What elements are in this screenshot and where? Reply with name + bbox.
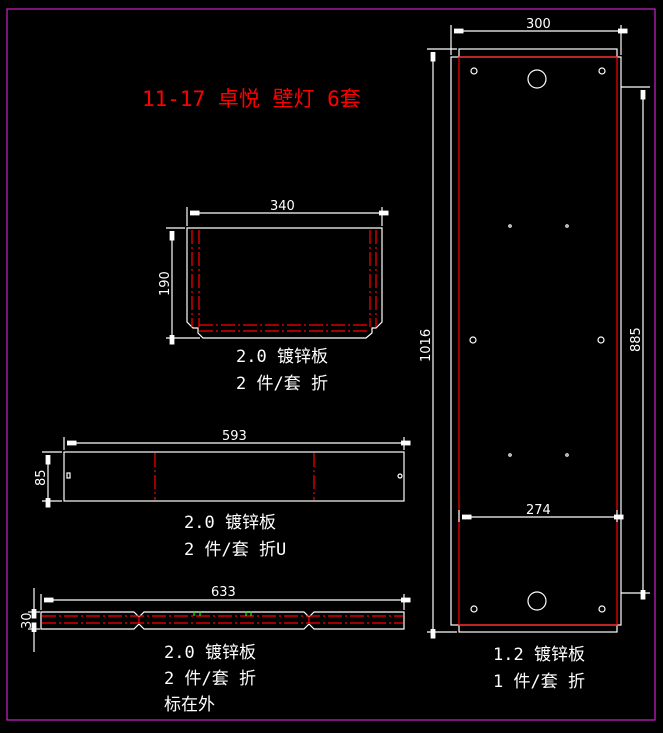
drawing-title: 11-17 卓悦 壁灯 6套 bbox=[142, 87, 361, 111]
part-label-material: 2.0 镀锌板 bbox=[164, 643, 256, 663]
dim-inner-width: 274 bbox=[526, 503, 551, 518]
part-label-material: 1.2 镀锌板 bbox=[493, 645, 585, 665]
part-label-qty: 2 件/套 折U bbox=[184, 540, 286, 560]
dim-inner-height: 885 bbox=[629, 327, 644, 352]
part-back-plate: 300 1016 885 274 1.2 镀锌板 1 件/套 折 bbox=[419, 17, 650, 692]
part-label-qty: 1 件/套 折 bbox=[493, 672, 585, 692]
dim-height: 85 bbox=[34, 469, 49, 486]
dim-height: 190 bbox=[158, 271, 173, 296]
part-strip: 633 30 2.0 镀锌板 2 件/套 折 标在外 bbox=[20, 585, 411, 715]
dim-height: 1016 bbox=[419, 329, 434, 362]
dim-width: 593 bbox=[222, 429, 247, 444]
part-label-material: 2.0 镀锌板 bbox=[236, 347, 328, 367]
part-label-qty: 2 件/套 折 bbox=[164, 669, 256, 689]
part-end-cap: 340 190 2.0 镀锌板 2 件/套 折 bbox=[158, 199, 389, 394]
dim-width: 340 bbox=[270, 199, 295, 214]
dim-height: 30 bbox=[20, 612, 35, 629]
part-label-note: 标在外 bbox=[164, 695, 215, 715]
part-u-channel: 593 85 2.0 镀锌板 2 件/套 折U bbox=[34, 429, 411, 560]
dim-width: 633 bbox=[211, 585, 236, 600]
part-label-material: 2.0 镀锌板 bbox=[184, 513, 276, 533]
drawing-frame bbox=[6, 8, 656, 721]
dim-width: 300 bbox=[526, 17, 551, 32]
part-label-qty: 2 件/套 折 bbox=[236, 374, 328, 394]
